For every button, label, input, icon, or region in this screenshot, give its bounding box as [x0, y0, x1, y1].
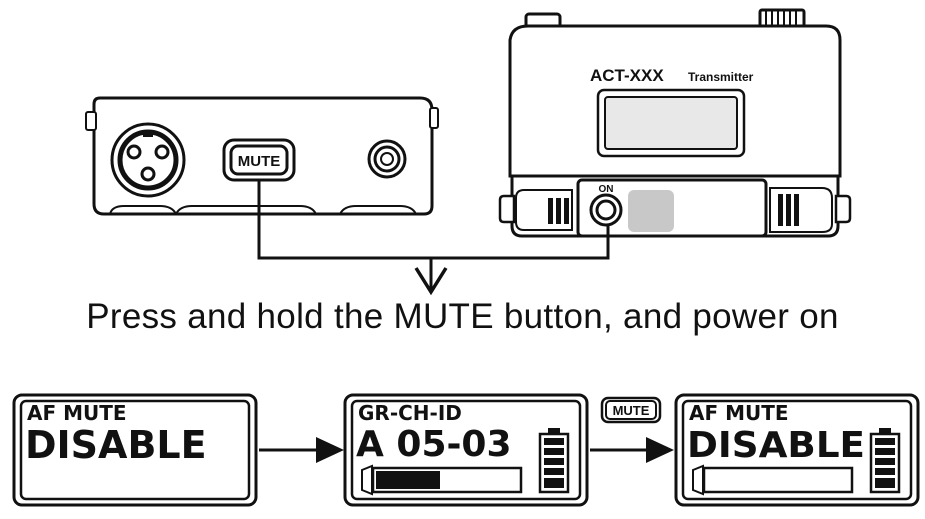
signal-meter [692, 464, 854, 496]
flow-arrow-1 [259, 437, 344, 463]
left-grille-icon [515, 189, 573, 231]
receiver-device: MUTE [85, 96, 439, 216]
transmitter-device: ACT-XXX Transmitter ON [498, 8, 852, 238]
screen-2-title: GR-CH-ID [358, 401, 462, 425]
receiver-mute-button[interactable]: MUTE [222, 138, 296, 182]
screen-1-title: AF MUTE [27, 401, 127, 425]
xlr-connector-icon [110, 122, 186, 198]
flow-arrow-2 [590, 437, 674, 463]
combine-arrow [257, 181, 610, 296]
battery-icon [869, 428, 901, 494]
power-on-label: ON [599, 184, 614, 195]
signal-level-fill [376, 471, 440, 489]
screen-1-value: DISABLE [25, 423, 207, 467]
screen-3-value: DISABLE [687, 425, 865, 466]
battery-icon [538, 428, 570, 494]
instruction-text: Press and hold the MUTE button, and powe… [86, 297, 839, 336]
power-button[interactable] [589, 193, 623, 227]
screen-2-value: A 05-03 [356, 424, 512, 465]
transmitter-display [596, 88, 746, 158]
right-grille-icon [769, 187, 833, 233]
mute-key[interactable]: MUTE [600, 396, 662, 424]
transmitter-type-label: Transmitter [688, 70, 754, 84]
lcd-screen-2: GR-CH-ID A 05-03 [343, 393, 589, 507]
screen-3-title: AF MUTE [689, 401, 789, 425]
lcd-screen-3: AF MUTE DISABLE [674, 393, 920, 507]
transmitter-model: ACT-XXX [590, 66, 664, 85]
mute-key-label: MUTE [613, 403, 650, 418]
signal-meter [361, 464, 523, 496]
receiver-mute-label: MUTE [238, 153, 281, 170]
headphone-jack-icon [367, 139, 407, 179]
battery-door [628, 190, 674, 232]
lcd-screen-1: AF MUTE DISABLE [12, 393, 258, 507]
